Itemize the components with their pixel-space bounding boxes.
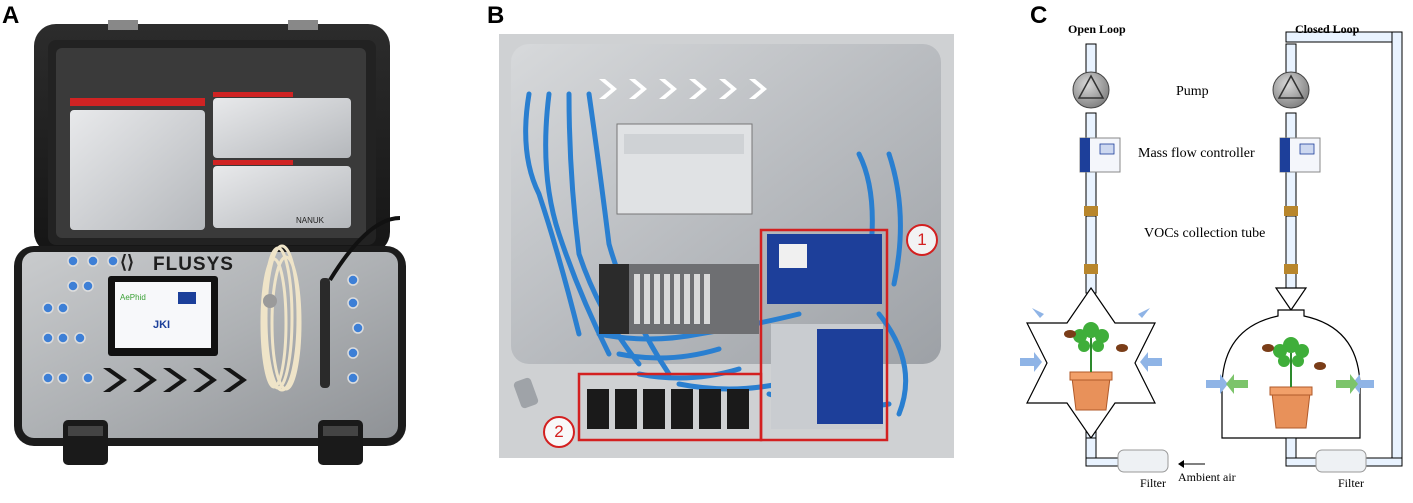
screen-logo-aephid: AePhid	[120, 293, 146, 302]
callout-1: 1	[906, 224, 938, 256]
airflow-diagram	[1020, 31, 1403, 473]
panel-b-letter: B	[487, 2, 505, 29]
voc-collection-tube-label: VOCs collection tube	[1144, 226, 1266, 241]
flusys-internal-image	[499, 34, 954, 458]
brand-flusys: FLUSYS	[153, 254, 234, 275]
filter-right-label: Filter	[1338, 476, 1364, 490]
closed-loop-label: Closed Loop	[1295, 22, 1360, 36]
pump-label: Pump	[1176, 84, 1209, 99]
callout-2: 2	[543, 416, 575, 448]
filter-left-label: Filter	[1140, 476, 1166, 490]
screen-logo-jki: JKI	[153, 319, 170, 331]
ambient-air-label: Ambient air	[1178, 470, 1236, 484]
svg-text:⟨⟩: ⟨⟩	[120, 252, 134, 272]
lid-nanuk-tag: NANUK	[296, 216, 325, 225]
mass-flow-controller-label: Mass flow controller	[1138, 146, 1255, 161]
panel-c-letter: C	[1030, 2, 1048, 29]
panel-b-photo: 1 2	[499, 34, 954, 458]
flusys-suitcase-image: NANUK ⟨⟩ FLUSYS AePhid JKI	[14, 20, 406, 465]
panel-a-photo: NANUK ⟨⟩ FLUSYS AePhid JKI	[8, 18, 410, 496]
panel-a-letter: A	[2, 2, 20, 29]
open-loop-label: Open Loop	[1068, 22, 1126, 36]
panel-c-diagram: Open Loop Closed Loop Pump Mass flow con…	[1010, 18, 1410, 498]
